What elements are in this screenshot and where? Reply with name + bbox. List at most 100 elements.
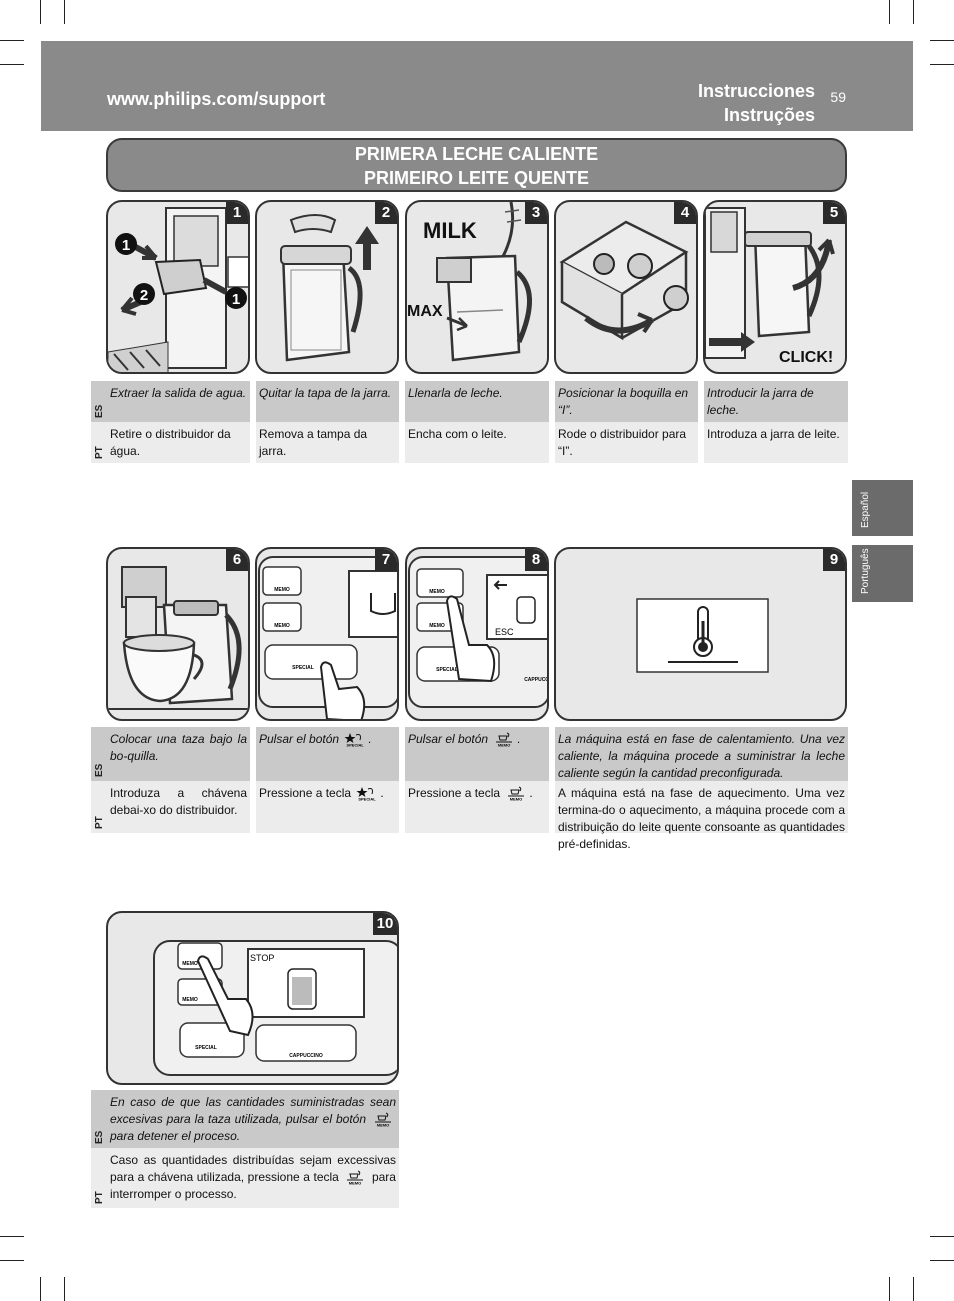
step-number: 3 bbox=[525, 202, 547, 224]
svg-text:2: 2 bbox=[140, 287, 148, 304]
svg-text:MEMO: MEMO bbox=[429, 589, 445, 595]
crop-mark bbox=[40, 1277, 41, 1301]
step-10-text-pt: Caso as quantidades distribuídas sejam e… bbox=[107, 1148, 399, 1208]
svg-text:SPECIAL: SPECIAL bbox=[436, 667, 458, 673]
svg-text:CAPPUCCINO: CAPPUCCINO bbox=[524, 677, 549, 683]
section-banner: PRIMERA LECHE CALIENTE PRIMEIRO LEITE QU… bbox=[106, 138, 847, 192]
callout-marker bbox=[133, 283, 155, 305]
crop-mark bbox=[913, 1277, 914, 1301]
step-3-illustration: MILK MAX 3 bbox=[405, 200, 549, 374]
step-1-text-pt: Retire o distribuidor da água. bbox=[107, 422, 250, 463]
crop-mark bbox=[930, 1260, 954, 1261]
step-8-text-pt: Pressione a tecla MEMO. bbox=[405, 781, 549, 833]
step-2-illustration: 2 bbox=[255, 200, 399, 374]
step-8-text-es: Pulsar el botón MEMO. bbox=[405, 727, 549, 781]
crop-mark bbox=[889, 1277, 890, 1301]
step-8-illustration: MEMO MEMO ESC SPECIAL CAPPUCCINO 8 bbox=[405, 547, 549, 721]
control-panel-memo-drawing: MEMO MEMO ESC SPECIAL CAPPUCCINO bbox=[408, 556, 549, 708]
step-5-illustration: CLICK! 5 bbox=[703, 200, 847, 374]
step-7-text-pt: Pressione a tecla SPECIAL. bbox=[256, 781, 399, 833]
step-number: 6 bbox=[226, 549, 248, 571]
milk-fill-drawing: MILK MAX bbox=[407, 202, 532, 362]
cup-under-spout-drawing bbox=[108, 566, 248, 710]
machine-spout-drawing: 1 2 1 bbox=[108, 207, 248, 372]
svg-text:MEMO: MEMO bbox=[498, 743, 511, 748]
lang-label-pt: PT bbox=[91, 422, 107, 463]
banner-title-es: PRIMERA LECHE CALIENTE bbox=[354, 144, 599, 164]
step-number: 7 bbox=[375, 549, 397, 571]
svg-text:MEMO: MEMO bbox=[510, 797, 522, 802]
control-panel-special-drawing: MEMO MEMO SPECIAL bbox=[258, 556, 397, 719]
step-number: 1 bbox=[226, 202, 248, 224]
svg-text:MILK: MILK bbox=[423, 218, 477, 243]
crop-mark bbox=[64, 0, 65, 24]
step-number: 4 bbox=[674, 202, 696, 224]
header-title-es: Instrucciones bbox=[697, 81, 815, 101]
crop-mark bbox=[930, 64, 954, 65]
carafe-lid-drawing bbox=[280, 214, 379, 362]
step-10-text-es: En caso de que las cantidades suministra… bbox=[107, 1090, 399, 1148]
crop-mark bbox=[0, 64, 24, 65]
svg-text:MEMO: MEMO bbox=[274, 587, 290, 593]
step-1-text-es: Extraer la salida de agua. bbox=[107, 381, 250, 422]
memo-button-icon: MEMO bbox=[347, 1170, 364, 1185]
step-1-illustration: 1 2 1 1 bbox=[106, 200, 250, 374]
crop-mark bbox=[930, 40, 954, 41]
svg-text:1: 1 bbox=[232, 291, 240, 308]
memo-button-icon: MEMO bbox=[508, 786, 525, 802]
step-2-text-pt: Remova a tampa da jarra. bbox=[256, 422, 399, 463]
banner-title-pt: PRIMEIRO LEITE QUENTE bbox=[363, 168, 590, 188]
crop-mark bbox=[0, 40, 24, 41]
special-button-icon: SPECIAL bbox=[356, 787, 377, 802]
crop-mark bbox=[913, 0, 914, 24]
step-5-text-es: Introducir la jarra de leche. bbox=[704, 381, 848, 422]
svg-text:STOP: STOP bbox=[250, 953, 274, 963]
step-number: 8 bbox=[525, 549, 547, 571]
page-number: 59 bbox=[830, 89, 846, 105]
crop-mark bbox=[889, 0, 890, 24]
header-title-pt: Instruções bbox=[723, 105, 815, 125]
crop-mark bbox=[0, 1236, 24, 1237]
crop-mark bbox=[64, 1277, 65, 1301]
step-6-text-pt: Introduza a chávena debai-xo do distribu… bbox=[107, 781, 250, 833]
svg-text:CAPPUCCINO: CAPPUCCINO bbox=[289, 1053, 323, 1059]
step-9-text-pt: A máquina está na fase de aquecimento. U… bbox=[555, 781, 848, 851]
step-7-text-es: Pulsar el botón SPECIAL. bbox=[256, 727, 399, 781]
header-title: Instrucciones Instruções bbox=[698, 79, 815, 127]
step-9-illustration: 9 bbox=[554, 547, 847, 721]
language-tab-es[interactable]: Español bbox=[852, 480, 913, 536]
step-9-text-es: La máquina está en fase de calentamiento… bbox=[555, 727, 848, 781]
lang-label-pt: PT bbox=[91, 781, 107, 833]
svg-text:SPECIAL: SPECIAL bbox=[347, 743, 365, 748]
special-button-icon: SPECIAL bbox=[344, 733, 365, 748]
step-2-text-es: Quitar la tapa de la jarra. bbox=[256, 381, 399, 422]
crop-mark bbox=[40, 0, 41, 24]
lang-label-es: ES bbox=[91, 727, 107, 781]
svg-text:1: 1 bbox=[122, 237, 130, 254]
step-6-illustration: 6 bbox=[106, 547, 250, 721]
step-7-illustration: MEMO MEMO SPECIAL 7 bbox=[255, 547, 399, 721]
svg-text:CLICK!: CLICK! bbox=[779, 349, 833, 366]
step-number: 10 bbox=[373, 913, 397, 935]
svg-text:MEMO: MEMO bbox=[182, 961, 198, 967]
page-header: www.philips.com/support Instrucciones In… bbox=[41, 41, 913, 131]
step-number: 9 bbox=[823, 549, 845, 571]
svg-text:MEMO: MEMO bbox=[274, 623, 290, 629]
support-url[interactable]: www.philips.com/support bbox=[107, 89, 326, 109]
spout-rotate-drawing bbox=[559, 220, 689, 341]
language-tab-pt[interactable]: Português bbox=[852, 545, 913, 602]
lang-label-es: ES bbox=[91, 381, 107, 422]
svg-text:SPECIAL: SPECIAL bbox=[292, 665, 314, 671]
crop-mark bbox=[0, 1260, 24, 1261]
heating-display-drawing bbox=[636, 598, 769, 673]
callout-marker bbox=[115, 233, 137, 255]
svg-text:ESC: ESC bbox=[495, 627, 514, 637]
callout-marker bbox=[225, 287, 247, 309]
step-3-text-es: Llenarla de leche. bbox=[405, 381, 549, 422]
svg-text:MEMO: MEMO bbox=[377, 1123, 390, 1128]
step-number: 5 bbox=[823, 202, 845, 224]
memo-button-icon: MEMO bbox=[496, 732, 513, 748]
step-4-text-es: Posicionar la boquilla en “I”. bbox=[555, 381, 698, 422]
svg-text:SPECIAL: SPECIAL bbox=[359, 797, 377, 802]
lang-label-es: ES bbox=[91, 1090, 107, 1148]
